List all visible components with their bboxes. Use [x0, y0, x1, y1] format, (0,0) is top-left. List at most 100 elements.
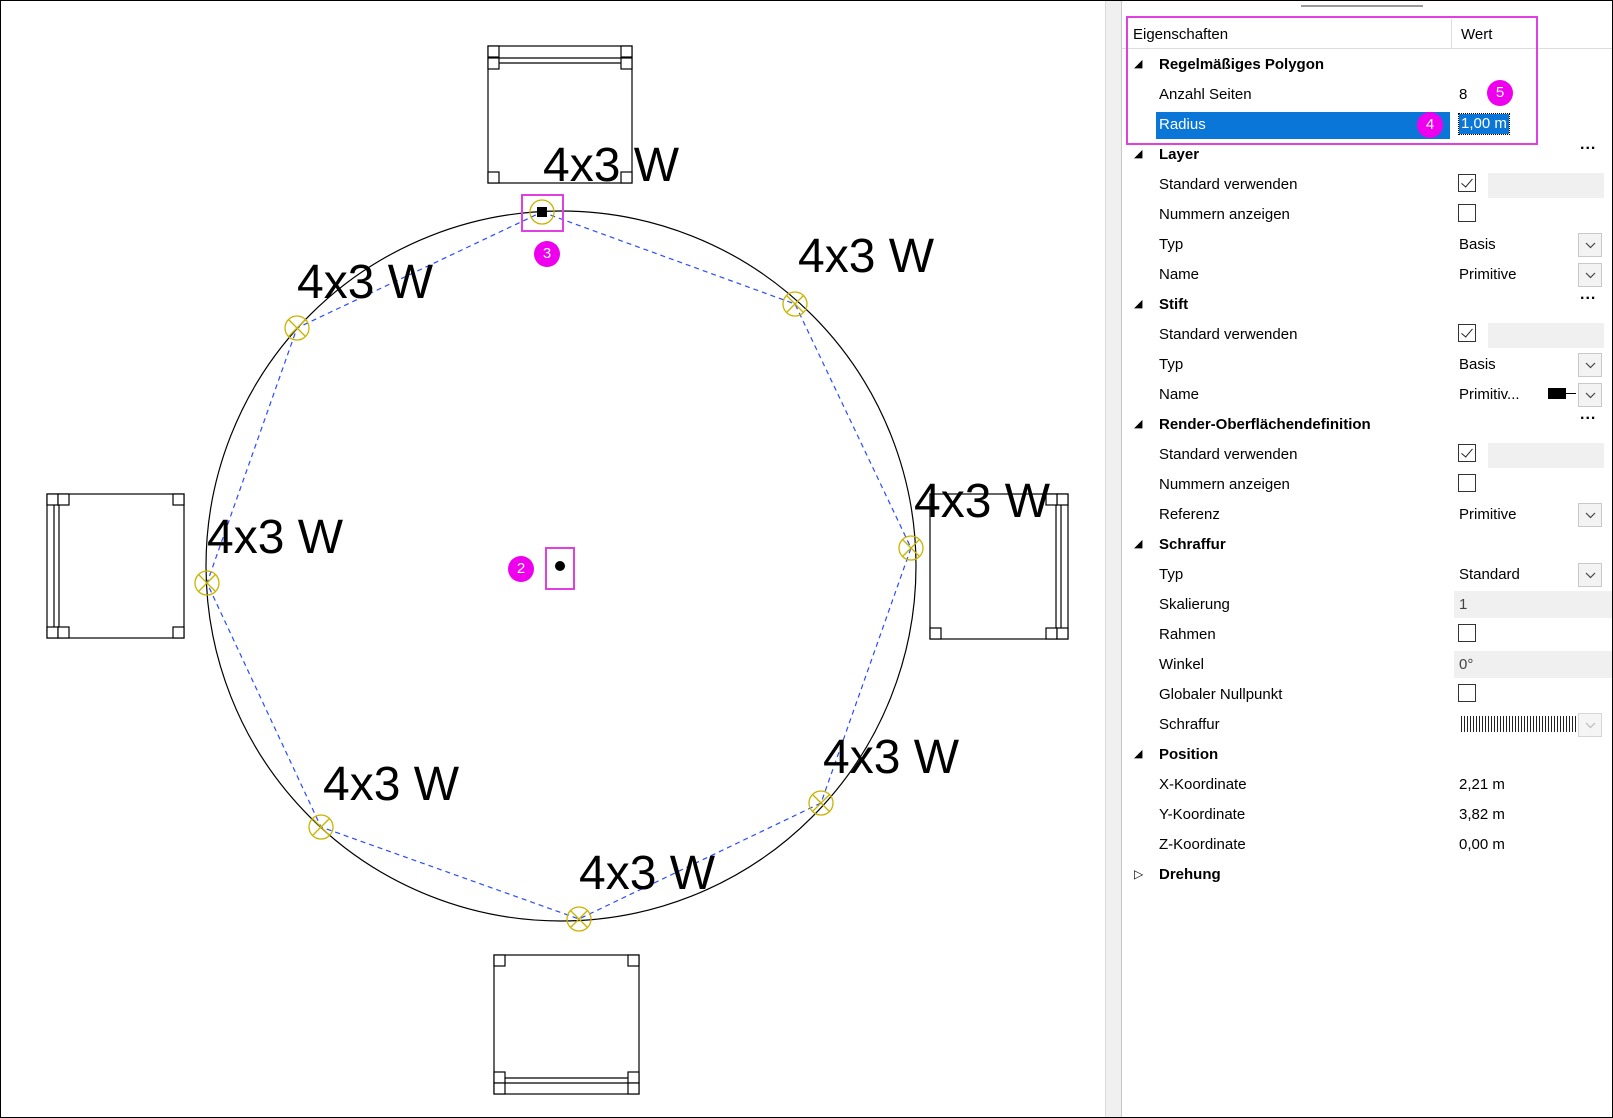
step-marker-2: 2 [508, 556, 534, 582]
vertex-marker[interactable] [284, 315, 310, 341]
row-sides[interactable]: Anzahl Seiten 8 5 [1122, 79, 1612, 109]
properties-panel: Eigenschaften Wert ◢ Regelmäßiges Polygo… [1122, 1, 1612, 1117]
checkbox[interactable] [1458, 684, 1476, 702]
vertex-marker[interactable] [529, 199, 555, 225]
drawing-svg [46, 45, 1069, 1095]
step-marker-5: 5 [1487, 80, 1513, 106]
row-hatch-origin[interactable]: Globaler Nullpunkt [1122, 679, 1612, 709]
section-hatch[interactable]: ◢ Schraffur [1134, 536, 1226, 553]
row-hatch-scale[interactable]: Skalierung 1 [1122, 589, 1612, 619]
row-hatch-angle[interactable]: Winkel 0° [1122, 649, 1612, 679]
center-highlight [545, 547, 575, 590]
chair-label: 4x3 W [579, 847, 716, 900]
sides-value[interactable]: 8 [1459, 86, 1468, 103]
chair-top[interactable] [487, 45, 633, 184]
vertex-markers [194, 199, 924, 932]
chevron-down-icon[interactable] [1578, 233, 1602, 257]
row-render-numbers[interactable]: Nummern anzeigen [1122, 469, 1612, 499]
chair-bottom[interactable] [493, 954, 640, 1095]
pen-color-swatch [1548, 388, 1566, 399]
checkbox[interactable] [1458, 324, 1476, 342]
checkbox[interactable] [1458, 624, 1476, 642]
collapse-icon[interactable]: ◢ [1134, 298, 1143, 310]
radius-selected-bg [1156, 112, 1450, 139]
more-button[interactable]: ... [1580, 136, 1597, 153]
more-button[interactable]: ... [1580, 406, 1597, 423]
vertex-marker[interactable] [566, 906, 592, 932]
collapse-icon[interactable]: ◢ [1134, 538, 1143, 550]
row-pen-type[interactable]: Typ Basis [1122, 349, 1612, 379]
splitter[interactable] [1105, 1, 1122, 1117]
row-pen-default[interactable]: Standard verwenden [1122, 319, 1612, 349]
row-layer-type[interactable]: Typ Basis [1122, 229, 1612, 259]
chevron-down-icon[interactable] [1578, 353, 1602, 377]
row-layer-default[interactable]: Standard verwenden [1122, 169, 1612, 199]
header-divider [1122, 48, 1612, 49]
chair-label: 4x3 W [823, 731, 960, 784]
row-layer-name[interactable]: Name Primitive [1122, 259, 1612, 289]
chevron-down-icon[interactable] [1578, 383, 1602, 407]
header-value: Wert [1461, 26, 1493, 43]
vertex-marker[interactable] [782, 291, 808, 317]
checkbox[interactable] [1458, 444, 1476, 462]
section-render[interactable]: ◢ Render-Oberflächendefinition ... [1134, 406, 1597, 433]
collapse-icon[interactable]: ◢ [1134, 148, 1143, 160]
row-hatch-pattern[interactable]: Schraffur [1122, 709, 1612, 739]
row-z[interactable]: Z-Koordinate 0,00 m [1159, 836, 1505, 853]
chair-label: 4x3 W [297, 256, 434, 309]
tab-indicator [1301, 5, 1423, 7]
section-polygon[interactable]: ◢ Regelmäßiges Polygon [1134, 56, 1325, 73]
properties-header: Eigenschaften Wert [1122, 19, 1612, 49]
row-pen-name[interactable]: Name Primitiv... [1122, 379, 1612, 409]
expand-icon[interactable]: ▷ [1134, 867, 1144, 881]
row-radius[interactable]: Radius 4 1,00 m [1122, 109, 1612, 139]
step-marker-4: 4 [1417, 112, 1443, 138]
header-separator[interactable] [1451, 19, 1452, 49]
hatch-pattern-preview [1461, 716, 1576, 732]
section-rotation[interactable]: ▷ Drehung [1134, 866, 1221, 883]
collapse-icon[interactable]: ◢ [1134, 418, 1143, 430]
chevron-down-icon[interactable] [1578, 503, 1602, 527]
row-x[interactable]: X-Koordinate 2,21 m [1159, 776, 1505, 793]
center-grip[interactable] [555, 561, 565, 571]
vertex-marker[interactable] [194, 570, 220, 596]
start-vertex-grip[interactable] [537, 207, 547, 217]
row-y[interactable]: Y-Koordinate 3,82 m [1159, 806, 1505, 823]
chair-label: 4x3 W [323, 758, 460, 811]
step-marker-3: 3 [534, 241, 560, 267]
header-property: Eigenschaften [1133, 26, 1229, 43]
polygon-properties-highlight [1126, 16, 1538, 145]
chair-label: 4x3 W [543, 139, 680, 192]
vertex-marker[interactable] [898, 535, 924, 561]
chevron-down-icon[interactable] [1578, 563, 1602, 587]
vertex-marker[interactable] [308, 814, 334, 840]
chair-label: 4x3 W [798, 230, 935, 283]
chair-label: 4x3 W [207, 511, 344, 564]
vertex-highlight [521, 194, 564, 232]
row-hatch-type[interactable]: Typ Standard [1122, 559, 1612, 589]
chevron-down-icon[interactable] [1578, 263, 1602, 287]
section-layer[interactable]: ◢ Layer ... [1134, 136, 1597, 163]
chair-right[interactable] [929, 493, 1069, 640]
row-layer-numbers[interactable]: Nummern anzeigen [1122, 199, 1612, 229]
row-render-ref[interactable]: Referenz Primitive [1122, 499, 1612, 529]
checkbox[interactable] [1458, 474, 1476, 492]
collapse-icon[interactable]: ◢ [1134, 58, 1143, 70]
chair-left[interactable] [46, 493, 185, 639]
section-position[interactable]: ◢ Position [1134, 746, 1219, 763]
collapse-icon[interactable]: ◢ [1134, 748, 1143, 760]
drawing-canvas[interactable]: 4x3 W 4x3 W 4x3 W 4x3 W 4x3 W 4x3 W 4x3 … [1, 1, 1105, 1117]
checkbox[interactable] [1458, 174, 1476, 192]
row-render-default[interactable]: Standard verwenden [1122, 439, 1612, 469]
more-button[interactable]: ... [1580, 286, 1597, 303]
regular-polygon[interactable] [206, 211, 912, 920]
chevron-down-icon [1578, 713, 1602, 737]
checkbox[interactable] [1458, 204, 1476, 222]
chair-label: 4x3 W [914, 475, 1051, 528]
vertex-marker[interactable] [808, 790, 834, 816]
row-hatch-frame[interactable]: Rahmen [1122, 619, 1612, 649]
reference-circle[interactable] [205, 210, 917, 922]
radius-input[interactable]: 1,00 m [1458, 113, 1510, 135]
section-pen[interactable]: ◢ Stift ... [1134, 286, 1597, 313]
